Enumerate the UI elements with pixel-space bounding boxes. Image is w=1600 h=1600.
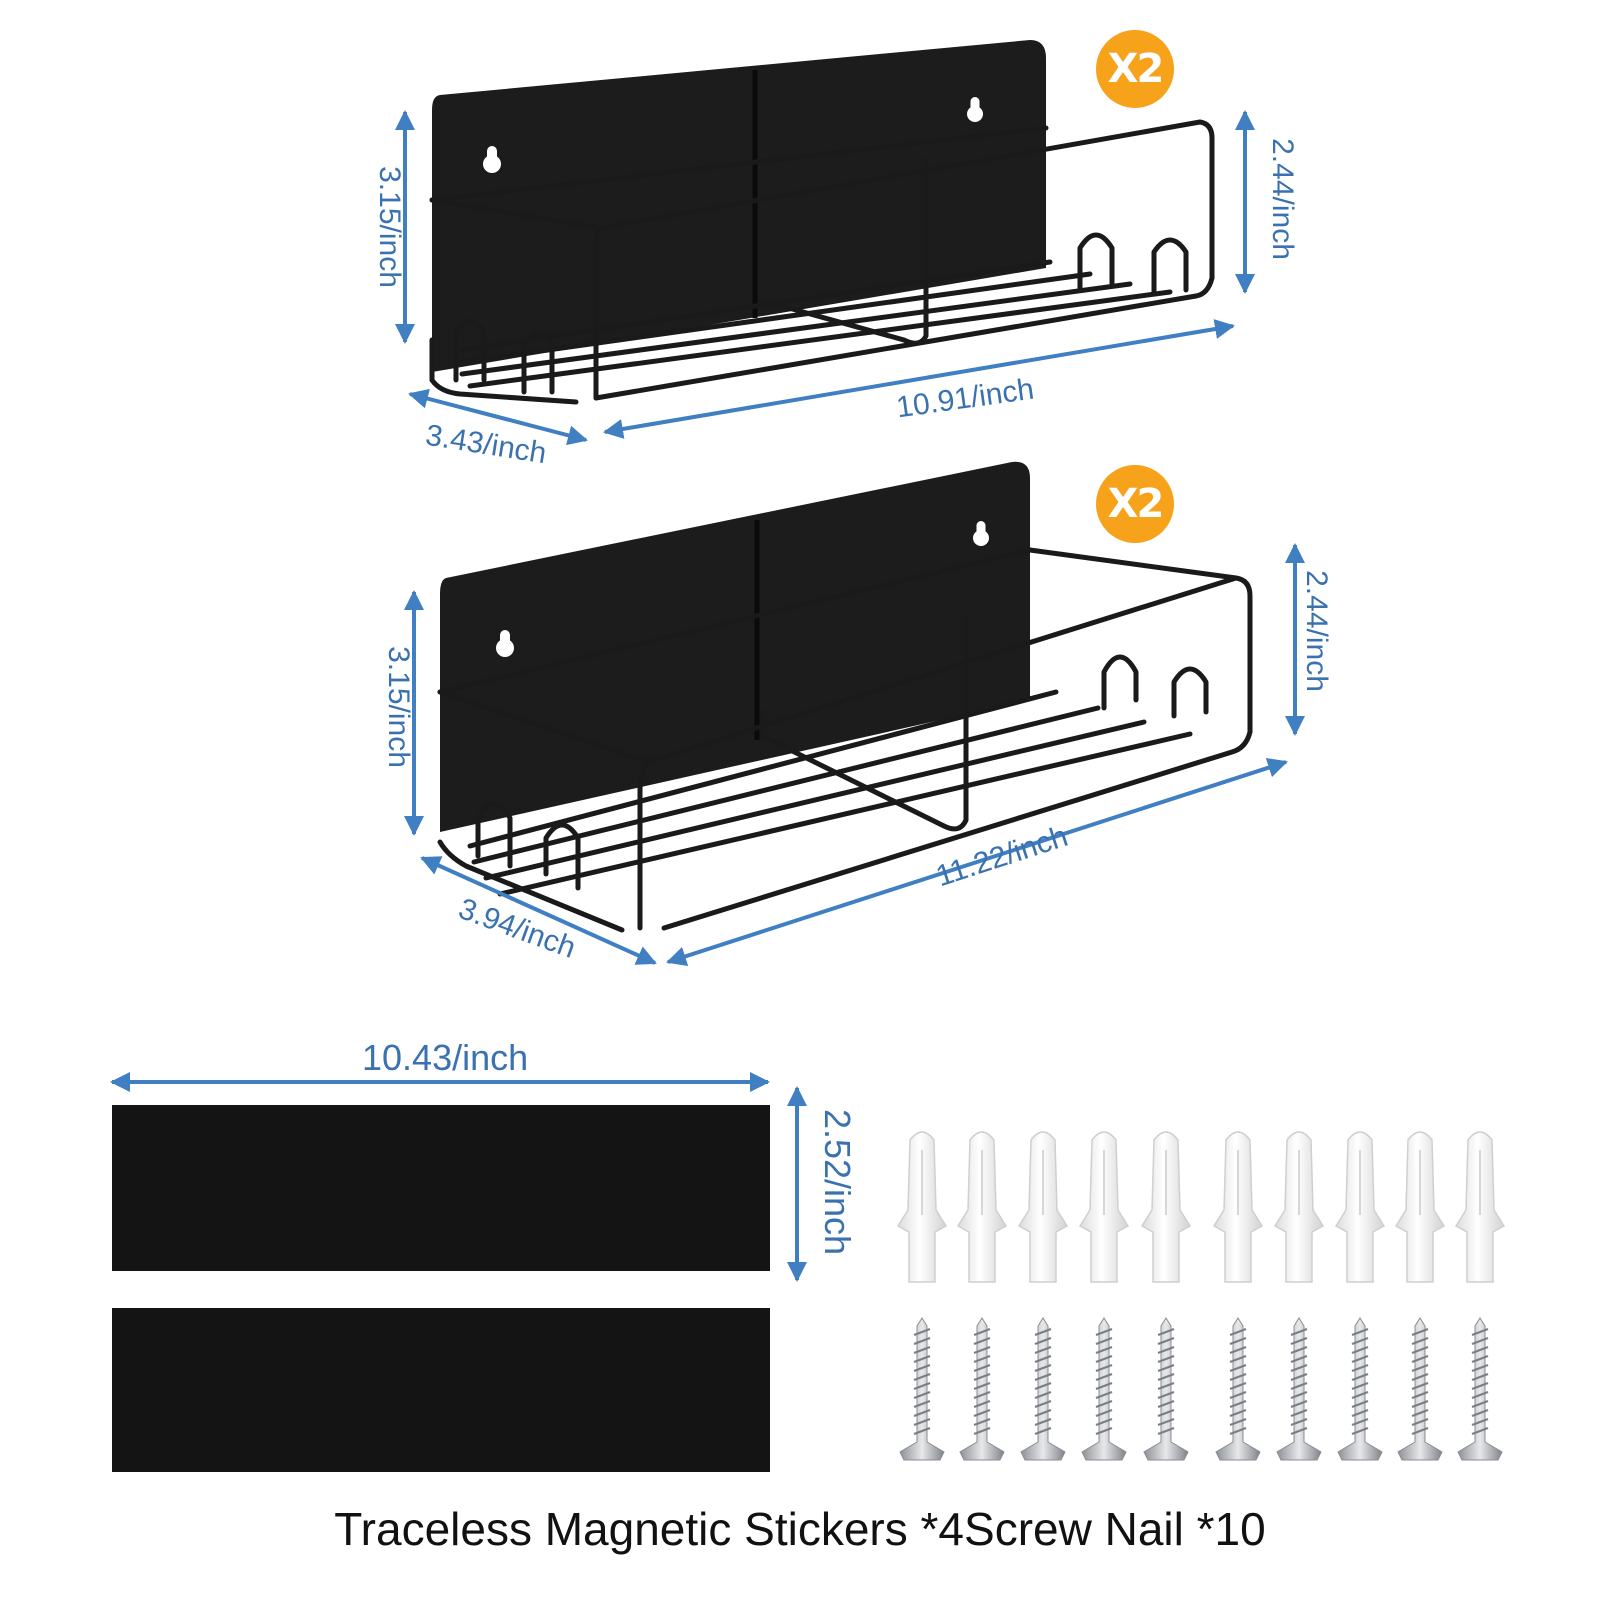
- magnetic-stickers: [110, 1072, 807, 1472]
- quantity-badge-small: X2: [1096, 30, 1174, 108]
- keyhole-slot-icon: [967, 97, 983, 122]
- screw-icon: [1081, 1317, 1127, 1461]
- wall-anchor-icon: [1017, 1131, 1069, 1283]
- screw-icon: [899, 1317, 945, 1461]
- package-contents-caption: Traceless Magnetic Stickers *4Screw Nail…: [334, 1503, 1266, 1555]
- rack-large: [404, 461, 1305, 966]
- wall-anchor-icon: [1334, 1131, 1386, 1283]
- depth-arrow: [420, 856, 657, 965]
- screw-icon: [1020, 1317, 1066, 1461]
- wall-anchor-icon: [1212, 1131, 1264, 1283]
- screw-icon: [959, 1317, 1005, 1461]
- screw-icon: [1143, 1317, 1189, 1461]
- sticker-height-label: 2.52/inch: [817, 1108, 859, 1256]
- rack-large-height-left-label: 3.15/inch: [381, 646, 415, 768]
- keyhole-slot-icon: [496, 630, 514, 657]
- wall-anchor-icon: [956, 1131, 1008, 1283]
- wall-anchor-icon: [1140, 1131, 1192, 1283]
- keyhole-slot-icon: [483, 146, 501, 173]
- rack-large-height-right-label: 2.44/inch: [1299, 570, 1333, 692]
- depth-arrow: [408, 388, 588, 446]
- wire-basket-rack-icon: [429, 40, 1215, 405]
- length-arrow: [666, 758, 1288, 966]
- screw-icon: [1215, 1317, 1261, 1461]
- wall-anchor-icon: [1454, 1131, 1506, 1283]
- screw-icon: [1337, 1317, 1383, 1461]
- wall-anchor-icon: [1394, 1131, 1446, 1283]
- rack-small-height-left-label: 3.15/inch: [372, 166, 406, 288]
- screw-icon: [1457, 1317, 1503, 1461]
- screw-icon: [1397, 1317, 1443, 1461]
- quantity-badge-large: X2: [1096, 465, 1174, 543]
- wall-anchor-icon: [896, 1131, 948, 1283]
- magnetic-sticker-icon: [112, 1308, 770, 1472]
- length-arrow: [603, 319, 1235, 439]
- sticker-width-label: 10.43/inch: [362, 1037, 529, 1078]
- wall-anchor-icon: [1273, 1131, 1325, 1283]
- magnetic-sticker-icon: [112, 1105, 770, 1271]
- wall-anchor-icon: [1078, 1131, 1130, 1283]
- screw-icon: [1276, 1317, 1322, 1461]
- rack-small-height-right-label: 2.44/inch: [1265, 138, 1299, 260]
- hardware-set: [896, 1131, 1506, 1461]
- rack-small: [395, 40, 1255, 446]
- keyhole-slot-icon: [973, 521, 989, 546]
